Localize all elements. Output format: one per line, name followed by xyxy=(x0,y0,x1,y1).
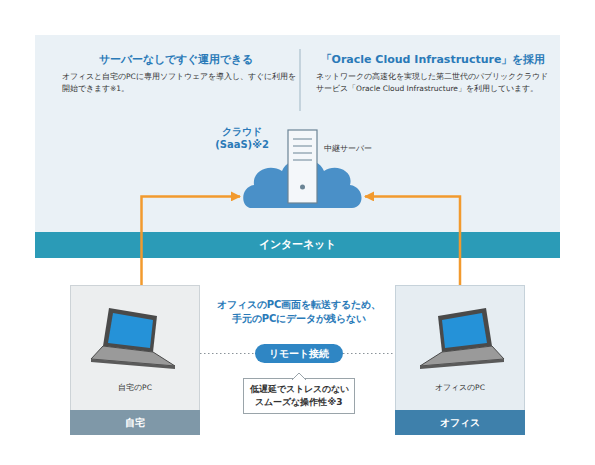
laptop-group xyxy=(91,308,175,369)
laptop-group xyxy=(420,308,504,369)
text-slot: ネットワークの高速化を実現した第二世代のパブリッククラウドサービス「Oracle… xyxy=(316,71,552,95)
node-text: 「Oracle Cloud Infrastructure」を採用 xyxy=(313,52,553,67)
callout-pointer xyxy=(291,372,307,380)
node-text: リモート接続 xyxy=(269,347,329,360)
home-footer: 自宅 xyxy=(70,410,200,435)
office-footer: オフィス xyxy=(395,410,525,435)
node-text: 自宅のPC xyxy=(71,383,199,393)
laptop-base xyxy=(420,359,504,369)
server-slot xyxy=(293,160,312,161)
node-text: 自宅 xyxy=(70,410,200,435)
node-text: 低遅延でストレスのないスムーズな操作性※3 xyxy=(248,383,350,409)
text-slot: クラウド (SaaS)※2 xyxy=(206,125,278,151)
cloud-art xyxy=(240,125,365,210)
office-panel: オフィスのPC オフィス xyxy=(395,285,525,435)
laptop-base xyxy=(91,359,175,369)
remote-pill: リモート接続 xyxy=(255,344,343,363)
text-slot: 中継サーバー xyxy=(324,143,396,154)
server-light xyxy=(300,185,305,190)
node-text: オフィスのPC xyxy=(396,383,524,393)
orange-arrow xyxy=(365,196,460,285)
laptop-icon xyxy=(396,286,526,381)
text-slot: オフィスのPC xyxy=(396,383,524,393)
dotted-link xyxy=(200,353,255,354)
node-text: インターネット xyxy=(35,232,560,258)
node-text: 中継サーバー xyxy=(324,143,396,154)
feature-band: サーバーなしですぐ運用できるオフィスと自宅のPCに専用ソフトウェアを導入し、すぐ… xyxy=(35,35,560,232)
callout-box: 低遅延でストレスのないスムーズな操作性※3 xyxy=(243,378,355,414)
laptop-screen xyxy=(442,313,487,348)
laptop-frame xyxy=(438,308,492,352)
text-slot: サーバーなしですぐ運用できる xyxy=(60,52,292,67)
node-text: クラウド (SaaS)※2 xyxy=(206,125,278,151)
dotted-link xyxy=(343,353,395,354)
separator-line xyxy=(300,49,301,111)
laptop-frame xyxy=(103,308,157,352)
node-text: オフィスと自宅のPCに専用ソフトウェアを導入し、すぐに利用を開始できます※1。 xyxy=(62,71,296,95)
node-text: サーバーなしですぐ運用できる xyxy=(60,52,292,67)
server-slot xyxy=(293,153,312,154)
text-slot: 自宅のPC xyxy=(71,383,199,393)
server-icon xyxy=(288,130,317,203)
internet-band: インターネット xyxy=(35,232,560,258)
node-text: オフィス xyxy=(395,410,525,435)
server-slot xyxy=(293,146,312,147)
cloud-shape: クラウド (SaaS)※2中継サーバー xyxy=(240,125,365,210)
text-slot: オフィスと自宅のPCに専用ソフトウェアを導入し、すぐに利用を開始できます※1。 xyxy=(62,71,296,95)
text-slot: 「Oracle Cloud Infrastructure」を採用 xyxy=(313,52,553,67)
laptop-screen xyxy=(108,313,153,348)
home-panel: 自宅のPC 自宅 xyxy=(70,285,200,435)
note-text: オフィスのPC画面を転送するため、手元のPCにデータが残らない xyxy=(214,298,384,326)
server-slot xyxy=(293,139,312,140)
node-text: ネットワークの高速化を実現した第二世代のパブリッククラウドサービス「Oracle… xyxy=(316,71,552,95)
laptop-icon xyxy=(71,286,201,381)
orange-arrow xyxy=(142,196,241,285)
pointer-outline xyxy=(292,373,306,380)
